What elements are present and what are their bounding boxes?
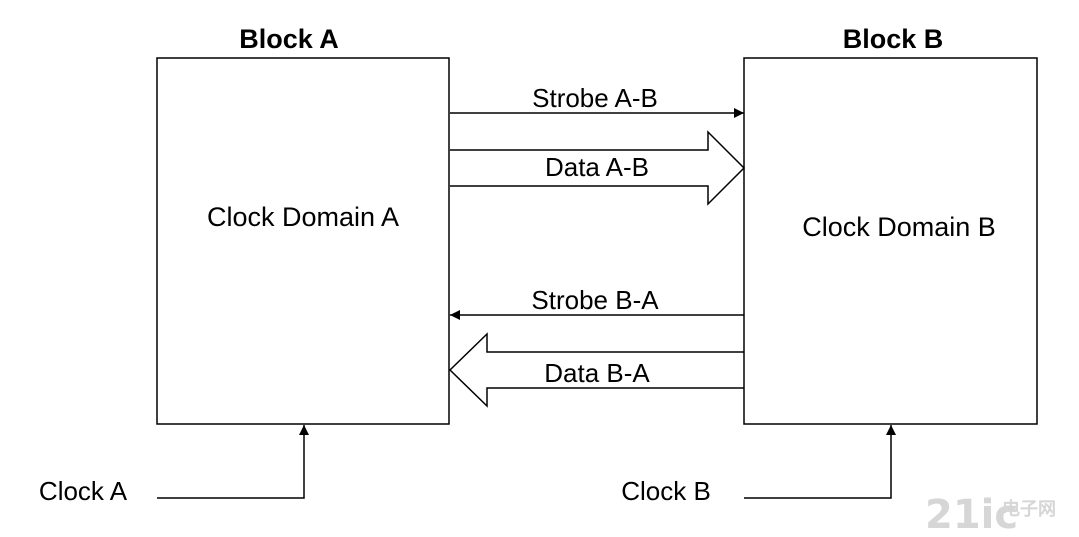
strobe-ab-label: Strobe A-B <box>532 83 658 113</box>
clock-b-arrow <box>744 425 896 499</box>
block-a-box <box>156 57 450 425</box>
clock-domain-b-label: Clock Domain B <box>802 212 996 242</box>
watermark-cn-text: 电子网 <box>1002 498 1056 520</box>
clock-a-label: Clock A <box>39 476 128 506</box>
block-b-title: Block B <box>843 24 944 54</box>
clock-domain-a-label: Clock Domain A <box>207 202 399 232</box>
block-a-title: Block A <box>239 24 339 54</box>
block-b-box <box>743 57 1038 425</box>
data-ba-bus-arrow <box>448 332 744 408</box>
strobe-ba-label: Strobe B-A <box>531 285 659 315</box>
data-ab-bus-arrow <box>450 130 746 206</box>
clock-b-label: Clock B <box>621 476 711 506</box>
watermark-logo: 21ic 电子网 <box>925 492 1056 537</box>
watermark-logo-text: 21ic <box>925 492 1018 537</box>
data-ab-label: Data A-B <box>545 152 649 182</box>
clock-a-arrow <box>157 425 309 499</box>
data-ba-label: Data B-A <box>544 358 650 388</box>
